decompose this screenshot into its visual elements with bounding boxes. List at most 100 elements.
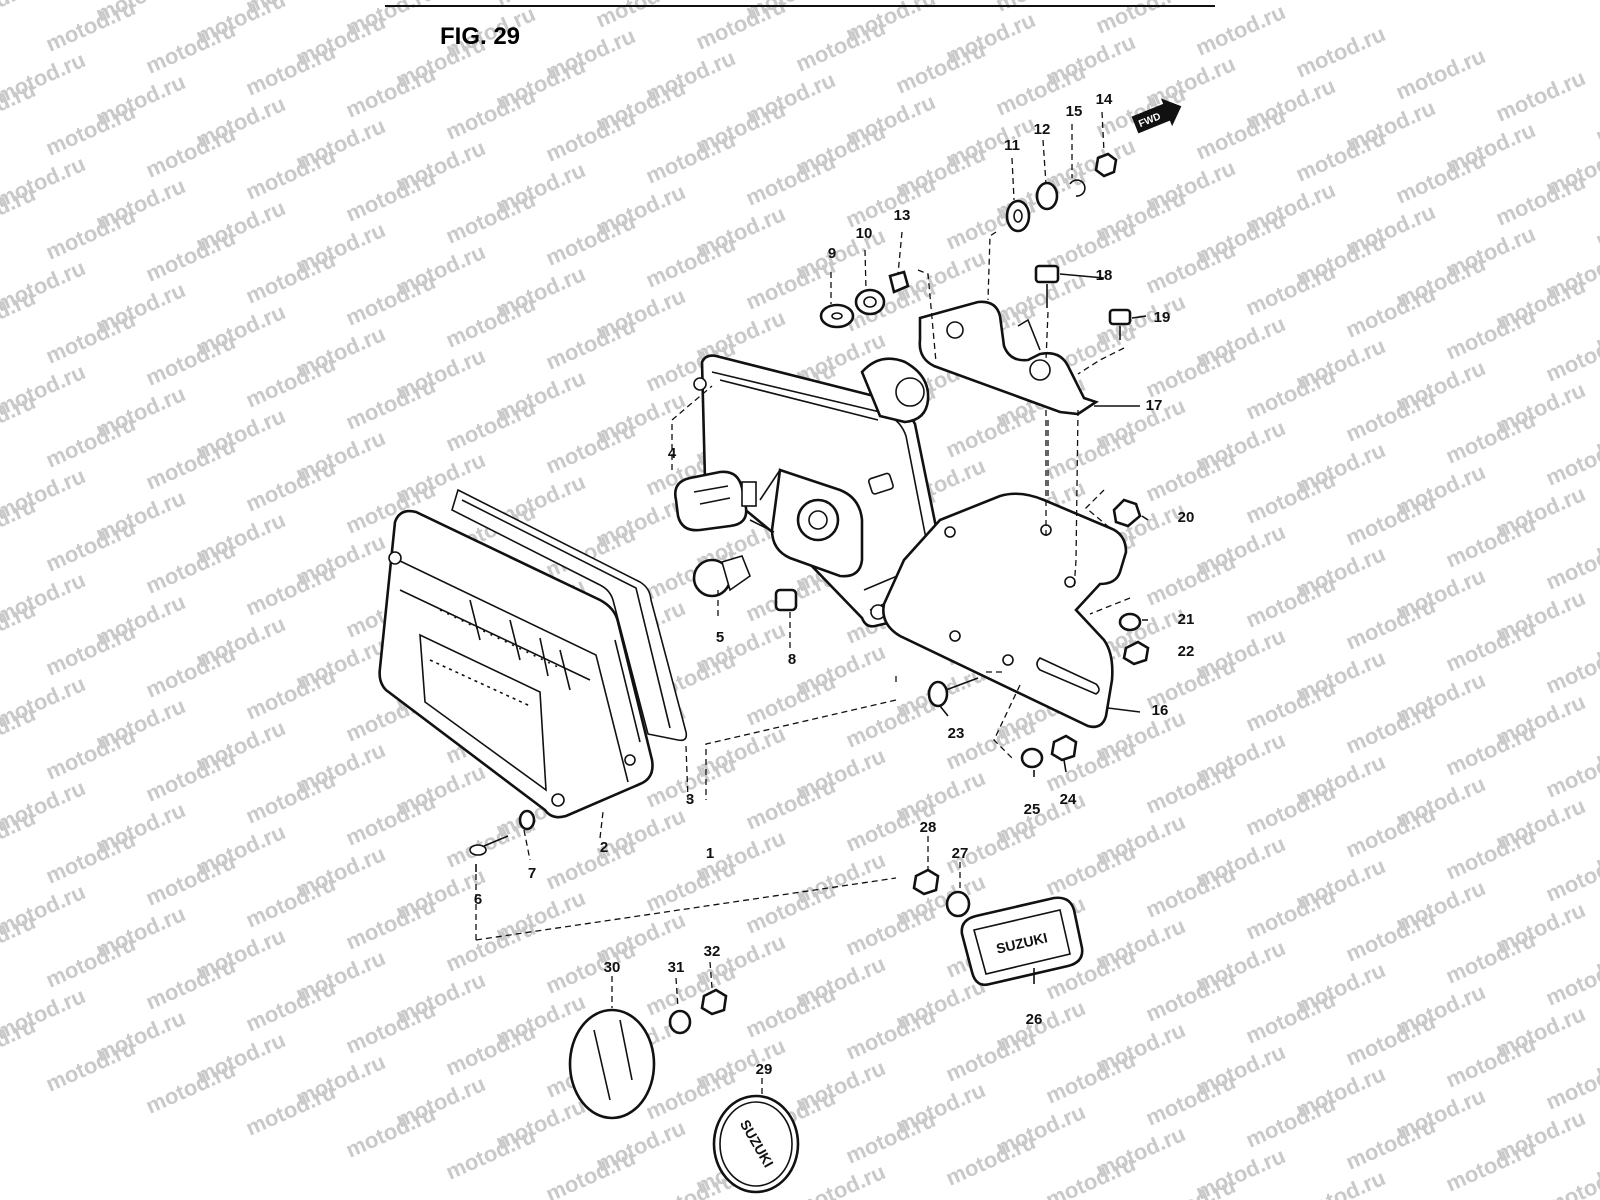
watermark-text: motod.ru xyxy=(842,171,939,233)
watermark-text: motod.ru xyxy=(42,515,139,577)
watermark-text: motod.ru xyxy=(142,641,239,703)
watermark-text: motod.ru xyxy=(1142,965,1239,1027)
callout-21: 21 xyxy=(1178,611,1195,628)
watermark-text: motod.ru xyxy=(542,313,639,375)
callout-numbers: 1 2 3 4 5 6 7 8 9 10 11 12 13 14 15 16 1… xyxy=(474,91,1195,1078)
watermark-text: motod.ru xyxy=(842,691,939,753)
watermark-text: motod.ru xyxy=(942,401,1039,463)
callout-16: 16 xyxy=(1152,702,1169,719)
nut-14 xyxy=(1094,152,1118,178)
watermark-text: motod.ru xyxy=(242,559,339,621)
watermark-text: motod.ru xyxy=(792,15,889,77)
bulb-5 xyxy=(692,555,751,598)
watermark-text: motod.ru xyxy=(1042,1047,1139,1109)
callout-5: 5 xyxy=(716,629,724,646)
callout-12: 12 xyxy=(1034,121,1051,138)
watermark-text: motod.ru xyxy=(742,149,839,211)
watermark-text: motod.ru xyxy=(142,121,239,183)
watermark-text: motod.ru xyxy=(342,893,439,955)
taillight-lens-assembly xyxy=(378,488,688,819)
watermark-text: motod.ru xyxy=(342,269,439,331)
watermark-text: motod.ru xyxy=(1142,861,1239,923)
watermark-text: motod.ru xyxy=(642,855,739,917)
callout-3: 3 xyxy=(686,791,694,808)
fwd-arrow-icon: FWD xyxy=(1131,98,1182,134)
callout-13: 13 xyxy=(894,207,911,224)
watermark-text: motod.ru xyxy=(1242,1091,1339,1153)
watermark-text: motod.ru xyxy=(1142,237,1239,299)
watermark-text: motod.ru xyxy=(1342,905,1439,967)
watermark-text: motod.ru xyxy=(742,877,839,939)
watermark-text: motod.ru xyxy=(1192,0,1289,61)
watermark-text: motod.ru xyxy=(442,187,539,249)
bracket-slot xyxy=(1036,657,1100,695)
watermark-text: motod.ru xyxy=(42,827,139,889)
watermark-text: motod.ru xyxy=(1442,927,1539,989)
reflector-30 xyxy=(568,1008,656,1120)
watermark-text: motod.ru xyxy=(242,143,339,205)
watermark-text: motod.ru xyxy=(542,1145,639,1200)
bulb-4 xyxy=(674,470,757,532)
watermark-text: motod.ru xyxy=(942,1129,1039,1191)
watermark-text: motod.ru xyxy=(1242,779,1339,841)
callout-11: 11 xyxy=(1004,137,1020,154)
callout-2: 2 xyxy=(600,839,608,856)
callout-18: 18 xyxy=(1096,267,1113,284)
nut-28 xyxy=(912,868,940,896)
callout-15: 15 xyxy=(1066,103,1083,120)
watermark-text: motod.ru xyxy=(1592,87,1600,149)
leader-lines xyxy=(475,111,1149,1094)
watermark-text: motod.ru xyxy=(1442,1031,1539,1093)
watermark-text: motod.ru xyxy=(1542,1157,1600,1200)
watermark-text: motod.ru xyxy=(1142,1173,1239,1200)
watermark-text: motod.ru xyxy=(442,1123,539,1185)
spring-washer-15 xyxy=(1069,179,1086,197)
watermark-text: motod.ru xyxy=(1342,281,1439,343)
watermark-text: motod.ru xyxy=(342,789,439,851)
watermark-text: motod.ru xyxy=(1142,757,1239,819)
callout-32: 32 xyxy=(704,943,721,960)
nut-32 xyxy=(700,988,728,1016)
watermark-text: motod.ru xyxy=(242,39,339,101)
bolt-19 xyxy=(1108,308,1132,340)
watermark-text: motod.ru xyxy=(842,1003,939,1065)
watermark-text: motod.ru xyxy=(42,307,139,369)
watermark-text: motod.ru xyxy=(242,871,339,933)
watermark-text: motod.ru xyxy=(1242,571,1339,633)
watermark-text: motod.ru xyxy=(742,981,839,1043)
watermark-text: motod.ru xyxy=(642,231,739,293)
watermark-text: motod.ru xyxy=(42,931,139,993)
emblem-disc-29: SUZUKI xyxy=(712,1094,800,1194)
callout-19: 19 xyxy=(1154,309,1171,326)
callout-8: 8 xyxy=(788,651,796,668)
watermark-text: motod.ru xyxy=(1342,489,1439,551)
watermark-text: motod.ru xyxy=(1192,103,1289,165)
washer-27 xyxy=(945,890,971,918)
watermark-text: motod.ru xyxy=(342,997,439,1059)
watermark-text: motod.ru xyxy=(242,351,339,413)
watermark-text: motod.ru xyxy=(1242,883,1339,945)
washer-31 xyxy=(668,1009,692,1035)
nut-24 xyxy=(1050,734,1078,762)
callout-1: 1 xyxy=(706,845,714,862)
watermark-text: motod.ru xyxy=(1042,1151,1139,1200)
figure-title: FIG. 29 xyxy=(440,23,520,50)
callout-24: 24 xyxy=(1060,791,1077,808)
nut-22 xyxy=(1122,640,1150,666)
watermark-text: motod.ru xyxy=(142,17,239,79)
watermark-text: motod.ru xyxy=(1342,385,1439,447)
watermark-text: motod.ru xyxy=(1442,511,1539,573)
watermark-text: motod.ru xyxy=(1292,125,1389,187)
watermark-text: motod.ru xyxy=(142,329,239,391)
watermark-text: motod.ru xyxy=(542,417,639,479)
watermark-text: motod.ru xyxy=(42,0,139,57)
watermark-text: motod.ru xyxy=(142,849,239,911)
license-plate-bracket xyxy=(882,492,1128,729)
watermark-text: motod.ru xyxy=(342,165,439,227)
watermark-text: motod.ru xyxy=(342,61,439,123)
callout-7: 7 xyxy=(528,865,536,882)
watermark-text: motod.ru xyxy=(442,1019,539,1081)
watermark-text: motod.ru xyxy=(542,209,639,271)
watermark-text: motod.ru xyxy=(742,253,839,315)
